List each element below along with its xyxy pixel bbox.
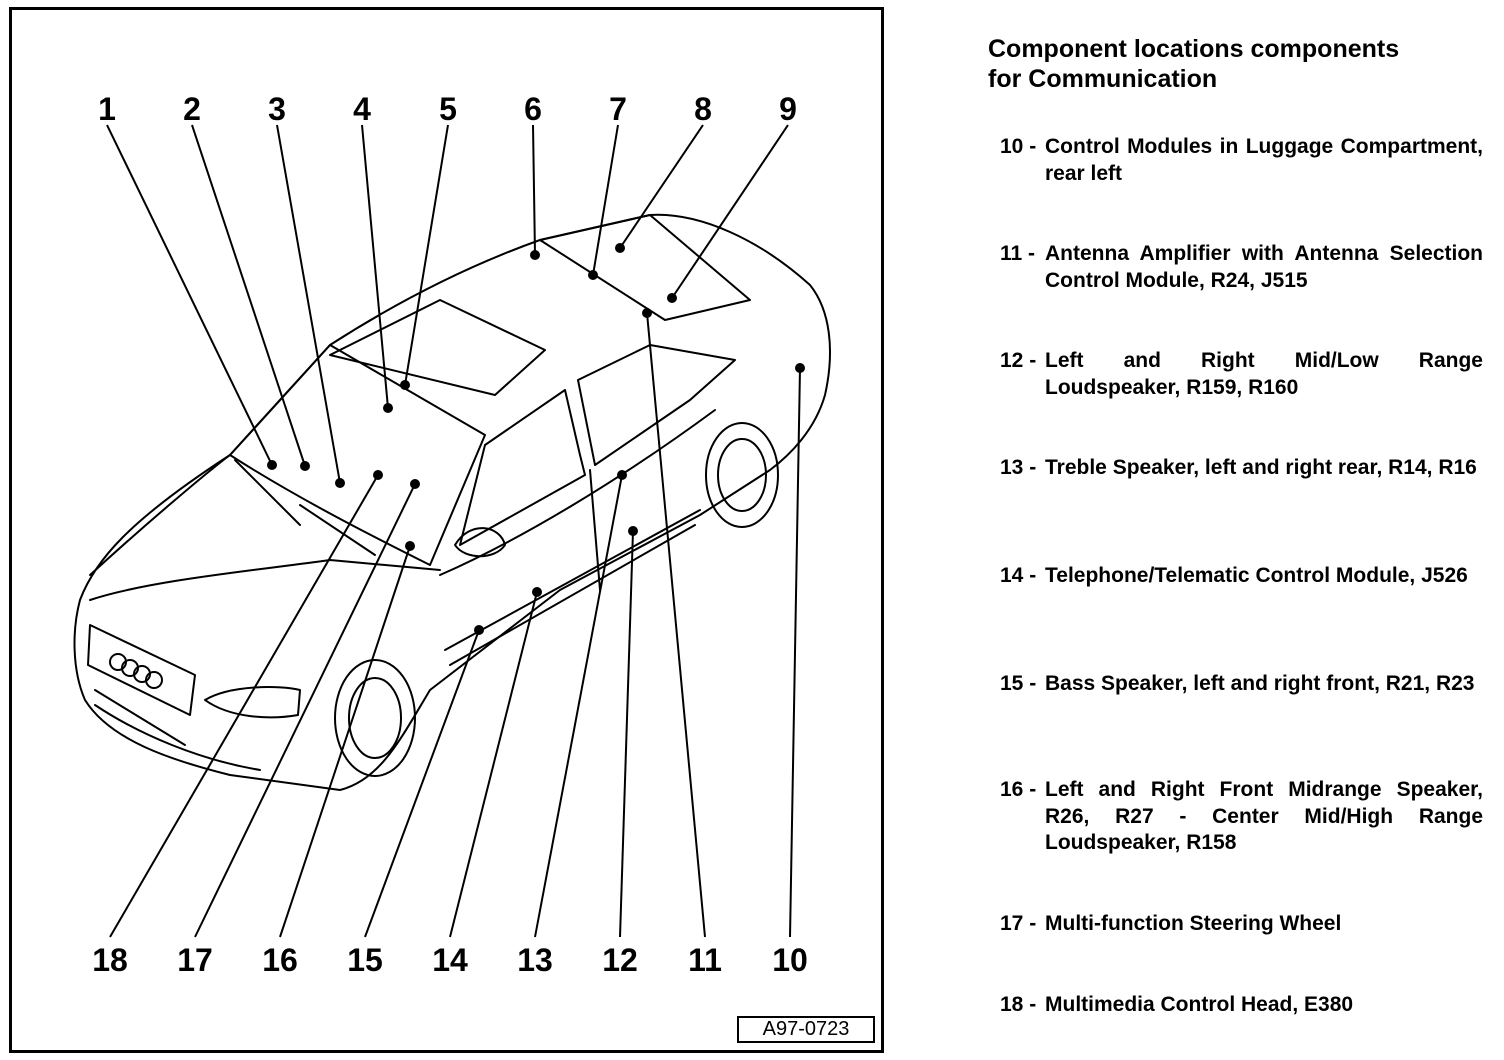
callout-18: 18 <box>92 942 128 978</box>
door-line <box>439 409 716 666</box>
legend-item-text: Bass Speaker, left and right front, R21,… <box>1045 672 1475 695</box>
legend-item-17: 17 - Multi-function Steering Wheel <box>988 911 1483 938</box>
legend-item-11: 11 - Antenna Amplifier with Antenna Sele… <box>988 241 1483 294</box>
legend-item-text: Treble Speaker, left and right rear, R14… <box>1045 456 1477 479</box>
legend-item-text: Telephone/Telematic Control Module, J526 <box>1045 564 1468 587</box>
callout-3: 3 <box>268 91 286 127</box>
legend-item-16: 16 - Left and Right Front Midrange Speak… <box>988 777 1483 857</box>
callout-12: 12 <box>602 942 638 978</box>
legend-item-text: Control Modules in Luggage Compartment, … <box>1045 135 1483 185</box>
rear-wheel <box>705 422 779 528</box>
legend-item-12: 12 - Left and Right Mid/Low Range Loudsp… <box>988 348 1483 401</box>
legend-item-text: Left and Right Mid/Low Range Loudspeaker… <box>1045 349 1483 399</box>
callout-5: 5 <box>439 91 457 127</box>
car-body-outline <box>73 213 831 791</box>
legend-item-text: Left and Right Front Midrange Speaker, R… <box>1045 778 1483 854</box>
diagram-frame <box>9 7 884 1053</box>
legend-item-10: 10 - Control Modules in Luggage Compartm… <box>988 134 1483 187</box>
callout-11: 11 <box>688 942 722 978</box>
legend-item-number: 13 - <box>1000 456 1037 479</box>
callout-14: 14 <box>432 942 468 978</box>
callout-17: 17 <box>177 942 213 978</box>
windshield <box>229 344 486 566</box>
callout-1: 1 <box>98 91 116 127</box>
legend-item-text: Multimedia Control Head, E380 <box>1045 993 1354 1016</box>
legend-title-line2: for Communication <box>988 65 1218 93</box>
front-wheel <box>334 659 416 777</box>
legend-item-13: 13 - Treble Speaker, left and right rear… <box>988 455 1483 482</box>
rear-side-window <box>577 344 736 466</box>
callout-6: 6 <box>524 91 542 127</box>
sunroof <box>329 299 546 396</box>
callout-13: 13 <box>517 942 553 978</box>
legend-item-number: 17 - <box>1000 912 1037 935</box>
bumper <box>94 689 261 771</box>
legend-item-14: 14 - Telephone/Telematic Control Module,… <box>988 563 1483 590</box>
wiper <box>234 459 376 556</box>
legend-title: Component locations components for Commu… <box>988 34 1483 94</box>
legend-item-number: 15 - <box>1000 672 1037 695</box>
grille <box>87 624 196 716</box>
legend-item-text: Antenna Amplifier with Antenna Selection… <box>1045 242 1483 292</box>
legend-item-number: 14 - <box>1000 564 1037 587</box>
mirror <box>454 527 506 558</box>
callout-16: 16 <box>262 942 298 978</box>
callout-8: 8 <box>694 91 712 127</box>
callout-10: 10 <box>772 942 808 978</box>
callout-15: 15 <box>347 942 383 978</box>
legend-item-15: 15 - Bass Speaker, left and right front,… <box>988 671 1483 698</box>
rear-window <box>539 214 751 321</box>
callout-2: 2 <box>183 91 201 127</box>
legend-item-number: 11 - <box>1000 242 1036 265</box>
callout-7: 7 <box>609 91 627 127</box>
legend-item-text: Multi-function Steering Wheel <box>1045 912 1342 935</box>
figure-id-label: A97-0723 <box>737 1016 875 1043</box>
legend-item-number: 10 - <box>1000 135 1037 158</box>
hood-line <box>89 454 441 601</box>
legend-title-line1: Component locations components <box>988 35 1400 63</box>
legend-item-number: 18 - <box>1000 993 1037 1016</box>
legend-item-number: 16 - <box>1000 778 1037 801</box>
legend-item-number: 12 - <box>1000 349 1037 372</box>
headlight <box>204 686 301 719</box>
front-side-window <box>459 389 586 546</box>
legend-item-18: 18 - Multimedia Control Head, E380 <box>988 992 1483 1019</box>
callout-9: 9 <box>779 91 797 127</box>
legend: Component locations components for Commu… <box>988 34 1483 1016</box>
callout-4: 4 <box>353 91 371 127</box>
